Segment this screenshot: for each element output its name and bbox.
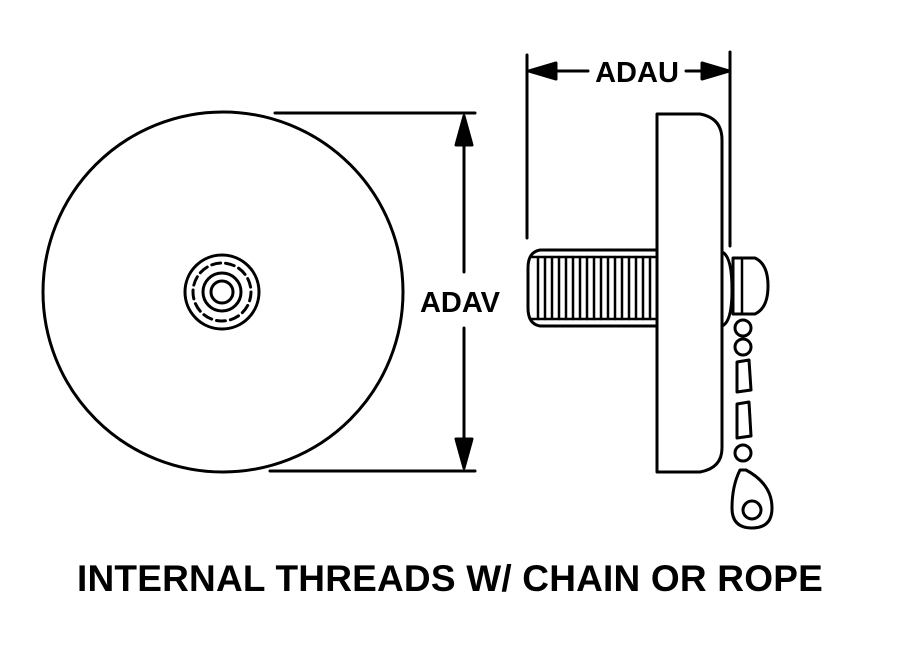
threaded-shank bbox=[526, 248, 659, 328]
cap-center-outer-ring bbox=[183, 253, 261, 331]
chain-bead bbox=[733, 318, 753, 338]
arrowhead-right bbox=[700, 61, 731, 81]
cap-center-hole bbox=[201, 271, 243, 313]
arrowhead-up bbox=[454, 114, 474, 147]
arrowhead-left bbox=[527, 61, 558, 81]
diameter-dimension: ADAV bbox=[268, 111, 501, 473]
chain-link bbox=[735, 400, 753, 440]
chain-end-ring bbox=[730, 468, 774, 530]
length-label: ADAU bbox=[595, 57, 679, 89]
arrowhead-down bbox=[454, 437, 474, 470]
cap-outer-circle bbox=[41, 110, 405, 474]
chain-end-hole bbox=[741, 499, 763, 521]
chain-bead bbox=[733, 337, 753, 357]
cap-side-view bbox=[526, 112, 770, 474]
cap-front-view bbox=[41, 110, 405, 474]
chain-link bbox=[735, 358, 753, 394]
drawing-caption: INTERNAL THREADS W/ CHAIN OR ROPE bbox=[77, 558, 823, 599]
cap-flange bbox=[655, 112, 724, 474]
length-dimension: ADAU bbox=[525, 50, 732, 248]
rivet-head bbox=[731, 256, 770, 316]
diameter-label: ADAV bbox=[420, 287, 501, 319]
chain-bead bbox=[733, 443, 753, 463]
bead-chain bbox=[730, 318, 774, 530]
thread-ridges bbox=[530, 255, 657, 321]
cap-center-dashed-ring bbox=[191, 261, 253, 323]
cap-center-inner-hole bbox=[209, 279, 235, 305]
